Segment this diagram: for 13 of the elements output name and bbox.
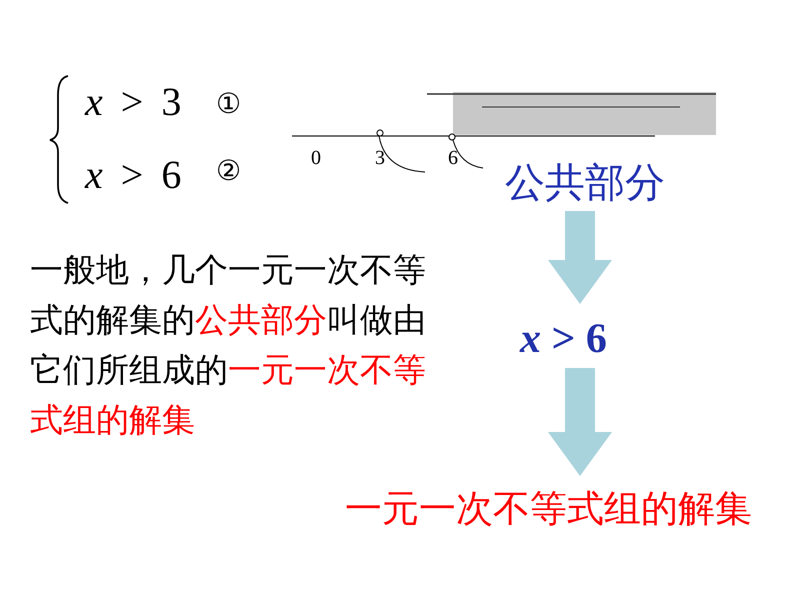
inequality: x > 3	[85, 82, 182, 122]
tick-label: 0	[311, 148, 321, 168]
tick-label: 3	[375, 148, 385, 168]
result-text: 公共部分	[505, 163, 665, 203]
circled-number: ②	[216, 157, 242, 185]
arrow	[548, 211, 612, 304]
arrow	[548, 368, 612, 476]
result-inequality: x > 6	[520, 318, 607, 360]
inequality: x > 6	[85, 155, 182, 195]
circled-number: ①	[216, 90, 242, 118]
result-text: 一元一次不等式组的解集	[345, 490, 752, 527]
definition-text: 一般地，几个一元一次不等式的解集的公共部分叫做由它们所组成的一元一次不等式组的解集	[30, 249, 427, 441]
tick-label: 6	[448, 148, 458, 168]
